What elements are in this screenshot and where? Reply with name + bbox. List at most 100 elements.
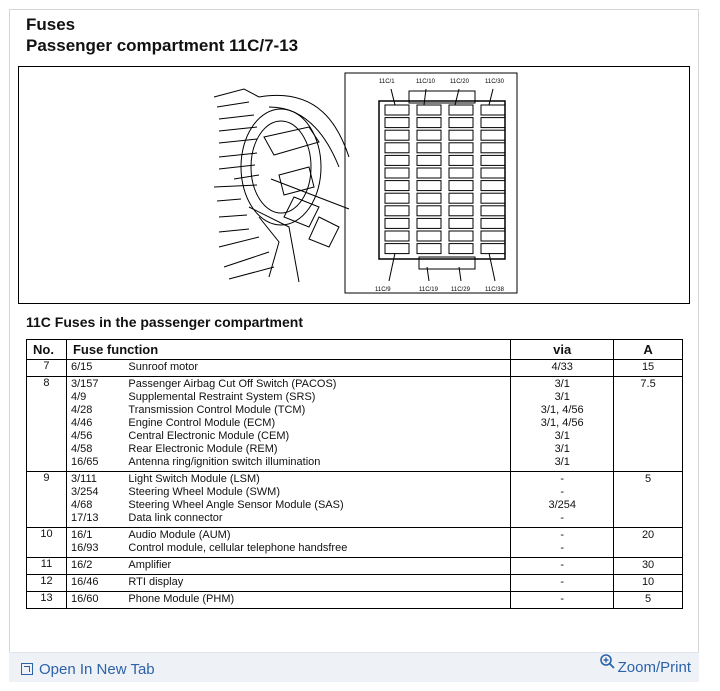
component-description: Steering Wheel Angle Sensor Module (SAS) xyxy=(128,499,344,511)
component-via: - xyxy=(560,512,565,524)
component-description: RTI display xyxy=(128,576,184,588)
fuse-amperage: 5 xyxy=(613,591,683,609)
component-via: 3/1 xyxy=(554,456,570,468)
fuse-slot xyxy=(448,243,474,255)
fuse-via: - xyxy=(510,591,615,609)
component-code: 3/111 xyxy=(70,473,97,485)
component-code: 4/9 xyxy=(70,391,87,403)
open-in-new-tab-link[interactable]: Open In New Tab xyxy=(21,659,155,679)
amperage-value: 15 xyxy=(641,361,655,373)
component-description: Light Switch Module (LSM) xyxy=(128,473,260,485)
component-description: Amplifier xyxy=(128,559,172,571)
fuse-slot xyxy=(448,180,474,192)
component-via: 3/1 xyxy=(554,443,570,455)
component-description: Audio Module (AUM) xyxy=(128,529,231,541)
component-code: 17/13 xyxy=(70,512,99,524)
fuse-amperage: 5 xyxy=(613,471,683,528)
fuse-slot xyxy=(448,192,474,204)
zoom-print-link[interactable]: Zoom/Print xyxy=(599,653,691,681)
component-code: 16/46 xyxy=(70,576,99,588)
fuse-slot xyxy=(384,192,410,204)
fuse-codes: 16/60 xyxy=(65,591,125,609)
header-function: Fuse function xyxy=(65,339,512,360)
component-description: Data link connector xyxy=(128,512,223,524)
fuse-descriptions: RTI display xyxy=(124,574,512,592)
fuse-slot xyxy=(416,192,442,204)
component-via: - xyxy=(560,559,565,571)
fuse-slot xyxy=(384,129,410,141)
component-description: Steering Wheel Module (SWM) xyxy=(128,486,280,498)
fuse-label-bottom-2: 11C/19 xyxy=(419,287,439,293)
component-via: 3/1 xyxy=(554,378,570,390)
fuse-number: 10 xyxy=(26,527,67,558)
fuse-slot xyxy=(480,167,506,179)
fuse-amperage: 15 xyxy=(613,359,683,377)
component-description: Control module, cellular telephone hands… xyxy=(128,542,348,554)
fuse-descriptions: Light Switch Module (LSM)Steering Wheel … xyxy=(124,471,512,528)
fuse-via: - xyxy=(510,557,615,575)
fuse-via: 4/33 xyxy=(510,359,615,377)
fuse-slot xyxy=(480,104,506,116)
fuse-number: 9 xyxy=(26,471,67,528)
fuse-slot xyxy=(448,142,474,154)
zoom-print-label: Zoom/Print xyxy=(617,658,691,676)
fuse-slot xyxy=(416,217,442,229)
component-code: 4/68 xyxy=(70,499,93,511)
component-via: - xyxy=(560,542,565,554)
fuse-slot xyxy=(480,180,506,192)
fuse-slot xyxy=(480,230,506,242)
fuse-descriptions: Amplifier xyxy=(124,557,512,575)
fuse-slot xyxy=(416,167,442,179)
fuse-descriptions: Passenger Airbag Cut Off Switch (PACOS)S… xyxy=(124,376,512,472)
component-code: 16/1 xyxy=(70,529,93,541)
fuse-slot xyxy=(448,154,474,166)
fuse-slot xyxy=(416,117,442,129)
fuse-number: 11 xyxy=(26,557,67,575)
dashboard-sketch xyxy=(213,88,350,283)
fuse-label-top-4: 11C/30 xyxy=(485,79,505,85)
fuse-via: -- xyxy=(510,527,615,558)
fuse-amperage: 7.5 xyxy=(613,376,683,472)
fuse-slot xyxy=(448,205,474,217)
fuse-via: - xyxy=(510,574,615,592)
fuse-slot xyxy=(384,243,410,255)
amperage-value: 10 xyxy=(641,576,655,588)
fuse-slot xyxy=(480,142,506,154)
open-in-new-tab-icon xyxy=(21,663,33,675)
amperage-value: 5 xyxy=(645,473,652,485)
fuse-slot xyxy=(448,129,474,141)
fuse-slot xyxy=(384,142,410,154)
component-code: 6/15 xyxy=(70,361,93,373)
component-via: - xyxy=(560,486,565,498)
fuse-slot xyxy=(384,230,410,242)
fuse-slot xyxy=(480,192,506,204)
fuse-slot xyxy=(384,104,410,116)
component-description: Engine Control Module (ECM) xyxy=(128,417,276,429)
fuse-amperage: 10 xyxy=(613,574,683,592)
fuse-slot xyxy=(384,217,410,229)
fuse-slot xyxy=(384,117,410,129)
fuse-label-top-1: 11C/1 xyxy=(379,79,395,85)
component-via: - xyxy=(560,576,565,588)
footer-bar: Open In New Tab Zoom/Print xyxy=(9,652,699,682)
page-title: Fuses xyxy=(26,15,76,34)
zoom-in-icon xyxy=(599,654,615,669)
component-code: 3/157 xyxy=(70,378,99,390)
component-code: 16/60 xyxy=(70,593,99,605)
open-in-new-tab-label: Open In New Tab xyxy=(39,660,155,678)
component-code: 16/65 xyxy=(70,456,99,468)
fuse-via: --3/254- xyxy=(510,471,615,528)
component-description: Sunroof motor xyxy=(128,361,199,373)
fuse-slot xyxy=(416,230,442,242)
component-description: Passenger Airbag Cut Off Switch (PACOS) xyxy=(128,378,337,390)
fuse-amperage: 20 xyxy=(613,527,683,558)
fuse-slot xyxy=(384,205,410,217)
fuse-box-illustration: 11C/1 11C/10 11C/20 11C/30 11C/9 11C/19 … xyxy=(213,72,518,294)
fuse-label-top-2: 11C/10 xyxy=(416,79,436,85)
fuse-label-bottom-4: 11C/38 xyxy=(485,287,505,293)
